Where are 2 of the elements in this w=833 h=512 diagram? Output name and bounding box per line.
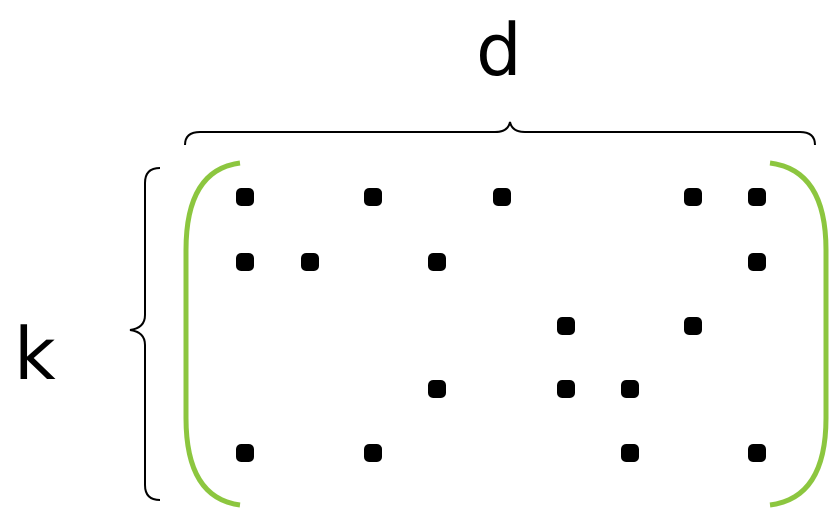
dimension-label: d xyxy=(476,14,522,86)
dimension-label: k xyxy=(14,318,56,390)
